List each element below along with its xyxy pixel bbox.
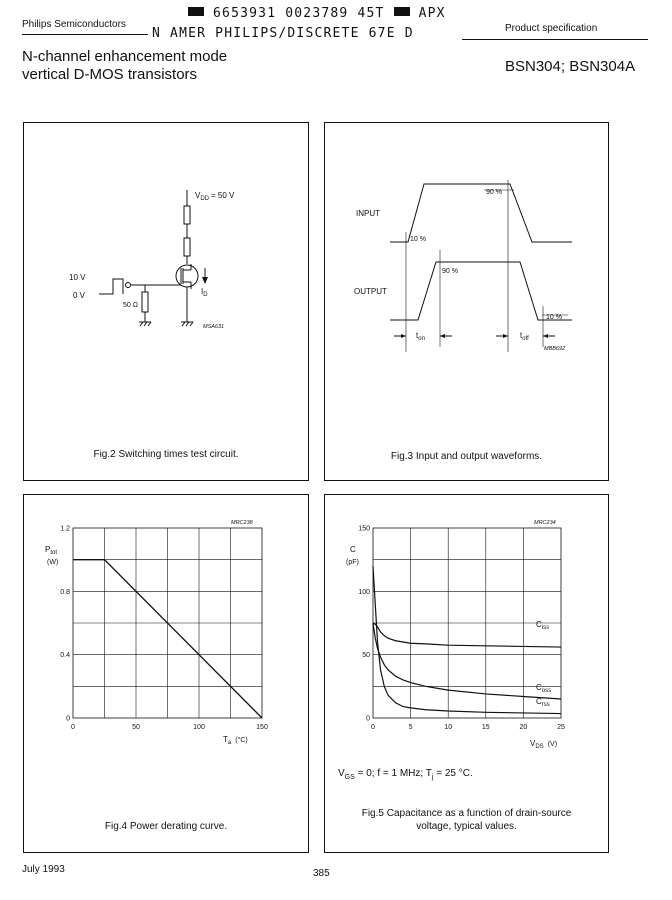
series-label-oss: Coss xyxy=(536,683,551,694)
y-tick-label: 100 xyxy=(358,589,370,596)
series-label-rss: Crss xyxy=(536,697,550,708)
fig5-caption-line-1: Fig.5 Capacitance as a function of drain… xyxy=(361,808,572,819)
fig3-frame xyxy=(324,122,609,481)
fig5-caption-line-2: voltage, typical values. xyxy=(416,821,517,832)
output-90-label: 90 % xyxy=(442,268,458,275)
t-on-label: ton xyxy=(416,331,425,342)
y-tick-label: 0.4 xyxy=(60,652,70,659)
load-resistor-2 xyxy=(183,237,191,257)
block-mark xyxy=(393,7,410,16)
title-line-2: vertical D-MOS transistors xyxy=(22,66,198,83)
x-tick-label: 5 xyxy=(409,724,413,731)
y-tick-label: 0 xyxy=(366,716,370,723)
fig5-grid xyxy=(372,527,562,719)
fig2-frame xyxy=(23,122,309,481)
fig5-ylabel: C xyxy=(350,545,356,554)
document-type: Product specification xyxy=(505,23,598,34)
series-line-rss xyxy=(372,565,562,715)
fig4-chart: 0 50 100 150 0 0.4 0.8 1.2 MRC238 Ptot (W) Ta(°… xyxy=(45,520,268,746)
x-tick-label: 15 xyxy=(482,724,490,731)
header-rule-right xyxy=(462,39,648,41)
x-tick-label: 0 xyxy=(371,724,375,731)
t-off-label: toff xyxy=(520,331,529,342)
output-label: OUTPUT xyxy=(354,287,387,296)
gate-resistor xyxy=(141,291,149,313)
fig5-frame xyxy=(324,494,609,853)
fig2-caption: Fig.2 Switching times test circuit. xyxy=(93,449,239,460)
part-numbers: BSN304; BSN304A xyxy=(505,58,636,75)
fig4-frame xyxy=(23,494,309,853)
drain-current-label: ID xyxy=(201,287,208,298)
pulse-low-label: 0 V xyxy=(73,291,86,300)
fig4-xlabel: Ta(°C) xyxy=(223,735,248,746)
series-line-oss xyxy=(372,622,562,700)
fig4-code: MRC238 xyxy=(231,520,254,526)
x-tick-label: 150 xyxy=(256,724,268,731)
input-label: INPUT xyxy=(356,209,380,218)
fig3-caption: Fig.3 Input and output waveforms. xyxy=(390,451,543,462)
y-tick-label: 0 xyxy=(66,716,70,723)
series-line-iss xyxy=(372,622,562,648)
footer-page-number: 385 xyxy=(313,868,330,879)
y-tick-label: 50 xyxy=(362,652,370,659)
mosfet-symbol xyxy=(175,264,199,288)
document-code-line-1: 6653931 0023789 45T APX xyxy=(188,6,446,21)
input-90-label: 90 % xyxy=(486,189,502,196)
code-digits: 6653931 0023789 45T xyxy=(213,6,385,21)
fig5-conditions: VGS = 0; f = 1 MHz; Tj = 25 °C. xyxy=(338,768,473,781)
output-10-label: 10 % xyxy=(546,314,562,321)
load-resistor-1 xyxy=(183,205,191,225)
footer-date: July 1993 xyxy=(22,864,65,875)
fig3-waveforms: INPUT OUTPUT 90 % 10 % 90 % 10 % ton tof… xyxy=(354,180,572,352)
fig4-caption: Fig.4 Power derating curve. xyxy=(104,821,228,832)
x-tick-label: 25 xyxy=(557,724,565,731)
gate-resistor-label: 50 Ω xyxy=(123,302,138,309)
x-tick-label: 20 xyxy=(520,724,528,731)
input-waveform xyxy=(390,183,572,243)
company-name: Philips Semiconductors xyxy=(22,19,126,30)
y-tick-label: 150 xyxy=(358,526,370,533)
x-tick-label: 100 xyxy=(193,724,205,731)
x-tick-label: 0 xyxy=(71,724,75,731)
block-mark xyxy=(188,7,204,16)
code-suffix: APX xyxy=(418,6,446,21)
fig3-code: MBB692 xyxy=(544,346,565,352)
fig5-code: MRC234 xyxy=(534,520,556,526)
x-tick-label: 50 xyxy=(132,724,140,731)
vdd-label: VDD= 50 V xyxy=(195,191,235,202)
header-rule-left xyxy=(22,34,148,36)
y-tick-label: 1.2 xyxy=(60,526,70,533)
fig2-circuit: VDD= 50 V 10 V 0 V 50 Ω ID MSA631 xyxy=(69,190,235,330)
fig4-derating-line xyxy=(73,559,263,719)
fig5-xlabel: VDS(V) xyxy=(530,739,557,750)
document-code-line-2: N AMER PHILIPS/DISCRETE 67E D xyxy=(152,26,414,41)
fig5-ylabel-unit: (pF) xyxy=(346,559,359,566)
fig4-ylabel: Ptot xyxy=(45,545,57,556)
pulse-high-label: 10 V xyxy=(69,273,86,282)
output-waveform xyxy=(390,261,572,321)
y-tick-label: 0.8 xyxy=(60,589,70,596)
x-tick-label: 10 xyxy=(444,724,452,731)
title-line-1: N-channel enhancement mode xyxy=(22,48,228,65)
series-label-iss: Ciss xyxy=(536,620,549,631)
input-10-label: 10 % xyxy=(410,236,426,243)
fig2-code: MSA631 xyxy=(203,324,224,330)
fig4-ylabel-unit: (W) xyxy=(47,559,58,566)
